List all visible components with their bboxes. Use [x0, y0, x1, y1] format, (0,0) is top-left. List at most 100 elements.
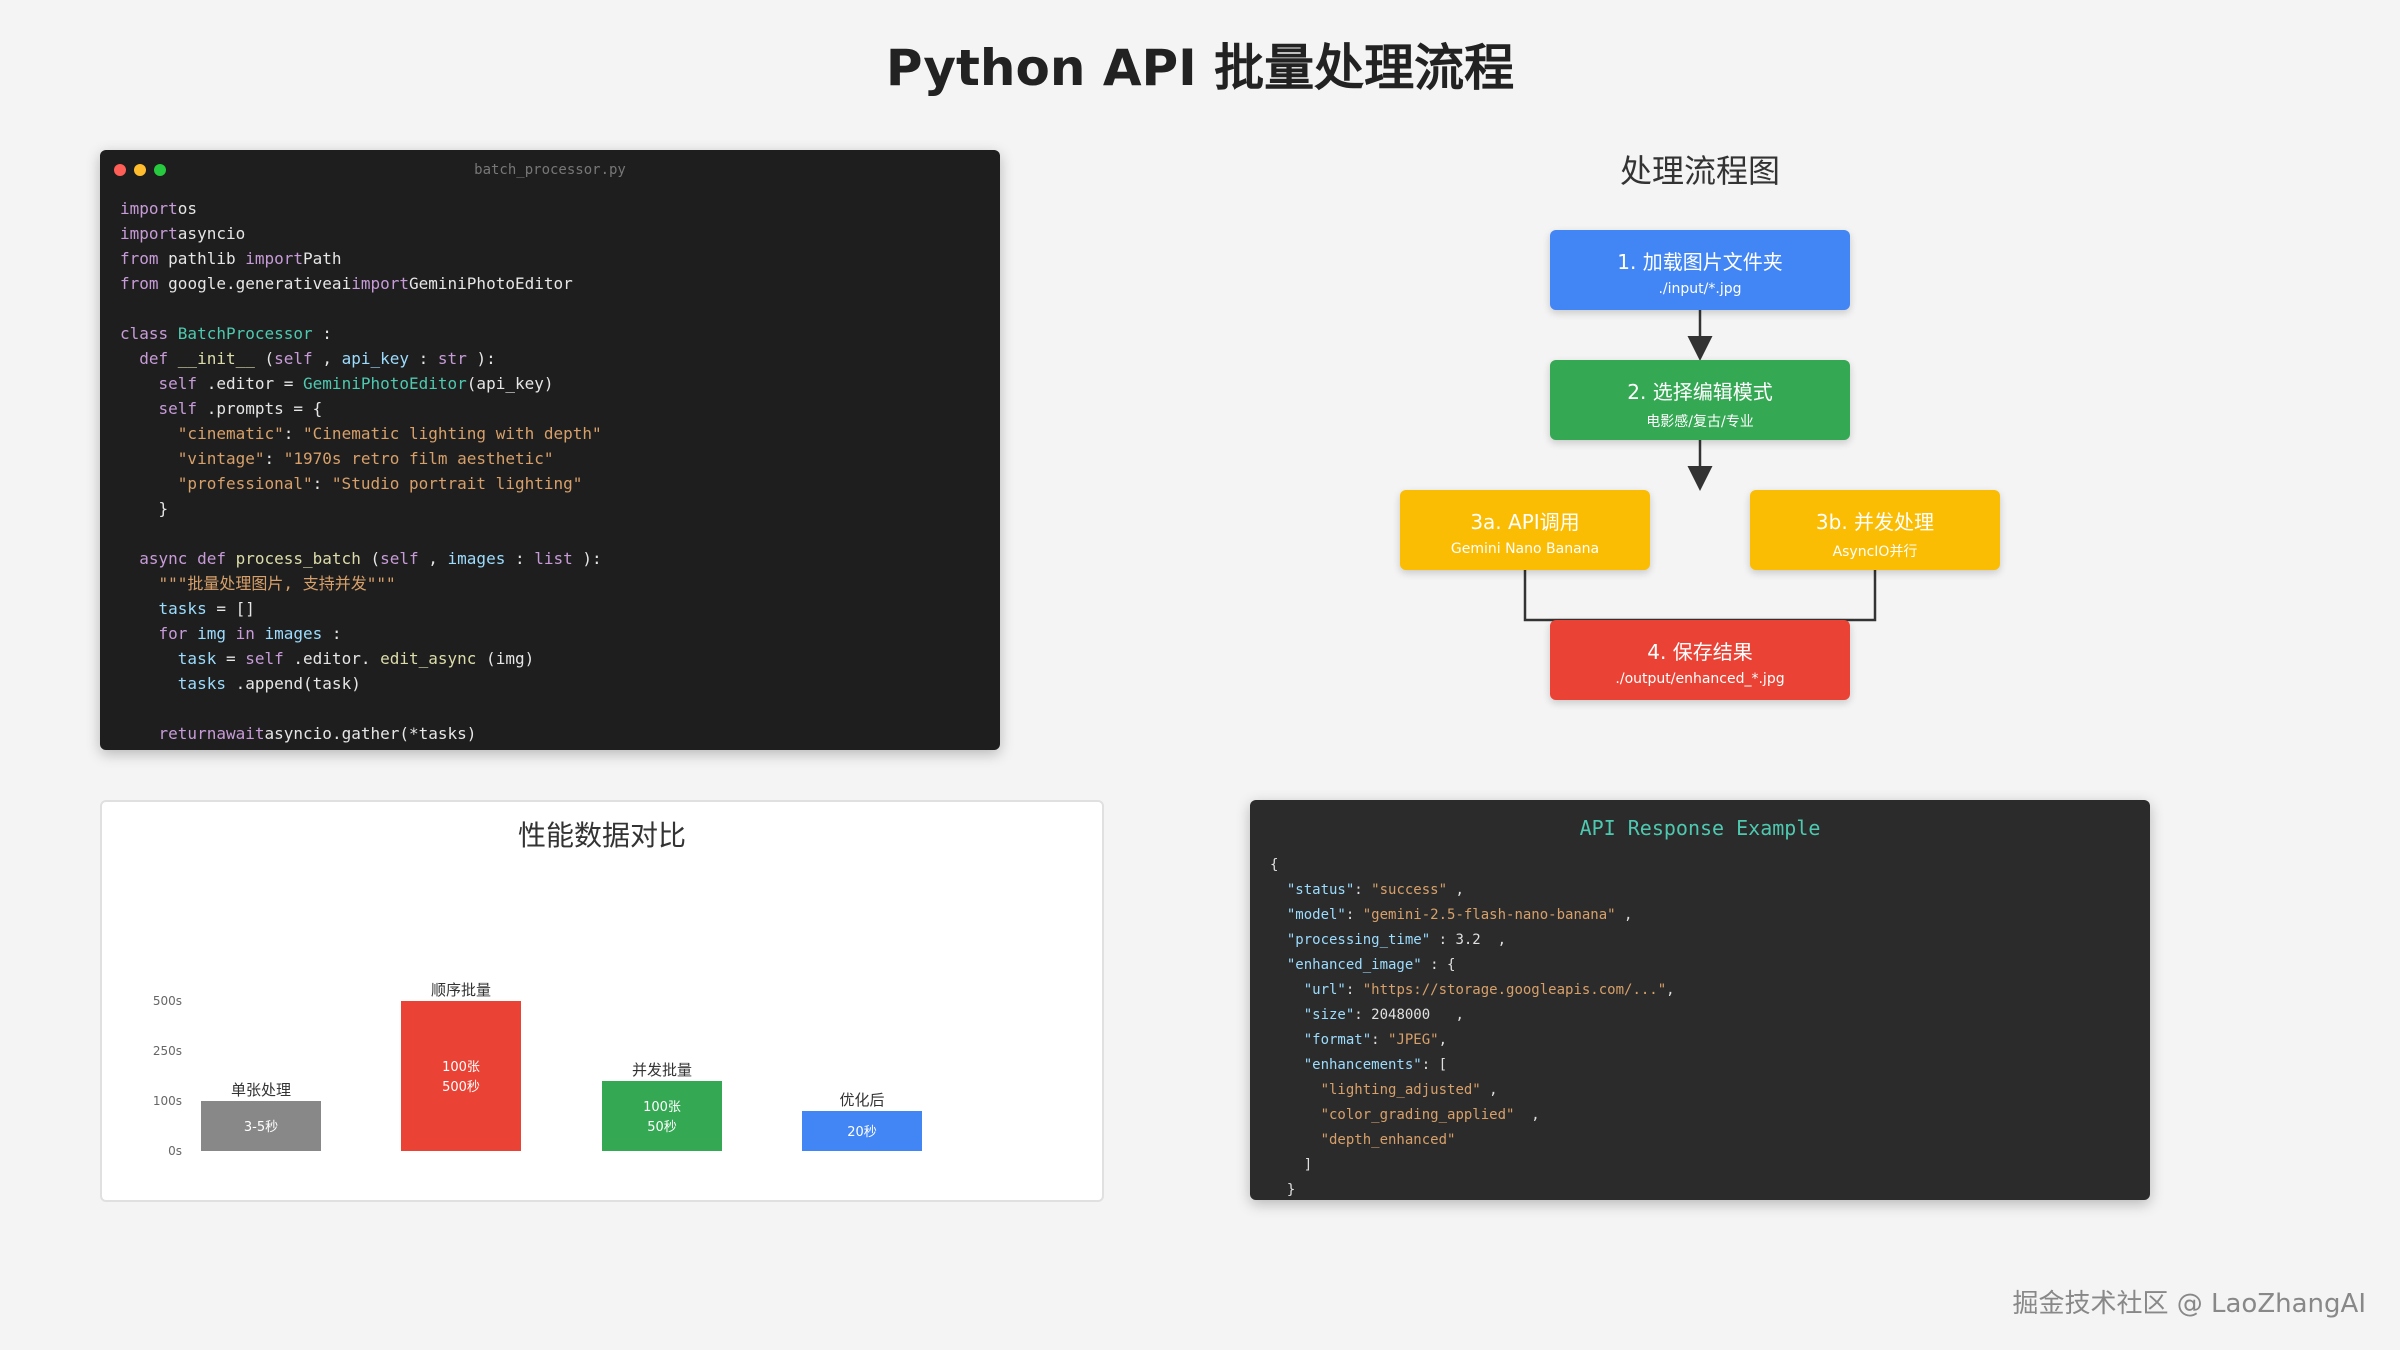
code-token: asyncio: [177, 224, 246, 243]
code-line: importasyncio: [120, 221, 1000, 246]
flow-node-label: 3b. 并发处理: [1815, 510, 1935, 534]
code-token: (: [370, 549, 381, 568]
code-token: google.generativeai: [168, 274, 352, 293]
code-token: "1970s retro film aesthetic": [283, 449, 554, 468]
bar-category-label: 单张处理: [231, 1081, 291, 1099]
code-line: "model": "gemini-2.5-flash-nano-banana" …: [1270, 903, 1675, 928]
bar-value-label: 100张: [442, 1060, 480, 1075]
code-token: await: [216, 724, 265, 743]
code-line: "format": "JPEG",: [1270, 1028, 1675, 1053]
code-token: "color_grading_applied": [1320, 1107, 1515, 1123]
watermark: 掘金技术社区 @ LaoZhangAI: [2012, 1289, 2366, 1319]
page-title: Python API 批量处理流程: [885, 39, 1515, 97]
code-token: [120, 349, 139, 368]
code-line: [120, 696, 1000, 721]
code-token: import: [120, 224, 178, 243]
code-token: "success": [1371, 882, 1448, 898]
code-token: Path: [303, 249, 342, 268]
minimize-window-dot[interactable]: [134, 164, 146, 176]
code-token: ,: [322, 349, 342, 368]
flow-node-select-mode[interactable]: 2. 选择编辑模式 电影感/复古/专业: [1550, 360, 1850, 440]
y-tick-label: 0s: [168, 1144, 182, 1158]
flow-node-label: 3a. API调用: [1470, 510, 1580, 534]
code-line: self .prompts = {: [120, 396, 1000, 421]
flow-node-load-folder[interactable]: 1. 加载图片文件夹 ./input/*.jpg: [1550, 230, 1850, 310]
code-token: :: [1345, 982, 1363, 998]
code-line: [120, 296, 1000, 321]
code-line: "professional": "Studio portrait lightin…: [120, 471, 1000, 496]
bar-value-label: 20秒: [847, 1125, 877, 1140]
code-token: [120, 549, 139, 568]
api-response-panel: API Response Example { "status": "succes…: [1250, 800, 2150, 1200]
code-token: :: [283, 424, 304, 443]
code-token: :: [312, 474, 332, 493]
code-token: {: [1270, 857, 1279, 873]
code-token: [1270, 882, 1287, 898]
flow-node-api-call[interactable]: 3a. API调用 Gemini Nano Banana: [1400, 490, 1650, 570]
bar-value-label: 100张: [643, 1100, 681, 1115]
code-token: [120, 474, 178, 493]
code-token: "enhanced_image": [1286, 957, 1422, 973]
code-token: "model": [1286, 907, 1346, 923]
code-token: os: [177, 199, 198, 218]
code-line: "size": 2048000 ,: [1270, 1003, 1675, 1028]
bar-2: [602, 1081, 722, 1151]
code-line: tasks .append(task): [120, 671, 1000, 696]
code-token: : {: [1421, 957, 1456, 973]
code-token: [120, 599, 159, 618]
code-token: ):: [466, 349, 496, 368]
code-token: for: [158, 624, 198, 643]
bar-3: [802, 1111, 922, 1151]
code-token: self: [158, 399, 198, 418]
code-token: list: [534, 549, 573, 568]
code-token: ]: [1270, 1157, 1313, 1173]
code-token: import: [245, 249, 304, 268]
close-window-dot[interactable]: [114, 164, 126, 176]
code-token: "vintage": [177, 449, 265, 468]
code-token: edit_async: [380, 649, 477, 668]
code-token: :: [505, 549, 535, 568]
bar-category-label: 优化后: [839, 1091, 884, 1109]
code-token: : [: [1421, 1057, 1448, 1073]
code-line: "url": "https://storage.googleapis.com/.…: [1270, 978, 1675, 1003]
code-token: .append(task): [225, 674, 361, 693]
flow-node-save-results[interactable]: 4. 保存结果 ./output/enhanced_*.jpg: [1550, 620, 1850, 700]
code-token: [1270, 1107, 1321, 1123]
code-token: api_key: [341, 349, 410, 368]
code-line: "enhanced_image" : {: [1270, 953, 1675, 978]
code-token: GeminiPhotoEditor: [303, 374, 467, 393]
code-token: in: [235, 624, 265, 643]
maximize-window-dot[interactable]: [154, 164, 166, 176]
code-token: [120, 574, 159, 593]
code-line: """批量处理图片, 支持并发""": [120, 571, 1000, 596]
code-line: async def process_batch (self , images :…: [120, 546, 1000, 571]
code-token: }: [120, 499, 169, 518]
code-token: [120, 624, 159, 643]
y-tick-label: 100s: [153, 1094, 182, 1108]
code-token: images: [264, 624, 323, 643]
y-tick-label: 500s: [153, 994, 182, 1008]
code-token: [1270, 907, 1287, 923]
code-line: task = self .editor. edit_async (img): [120, 646, 1000, 671]
api-response-title: API Response Example: [1579, 816, 1821, 840]
code-token: [1270, 1057, 1304, 1073]
code-token: }: [1270, 1182, 1296, 1198]
bar-category-label: 并发批量: [632, 1061, 692, 1079]
code-token: [1270, 1082, 1321, 1098]
code-token: .gather(*tasks): [331, 724, 477, 743]
code-token: "url": [1303, 982, 1346, 998]
performance-bar-chart: 0s100s250s500s单张处理3-5秒顺序批量100张500秒并发批量10…: [153, 981, 922, 1158]
code-line: {: [1270, 853, 1675, 878]
code-token: [1270, 957, 1287, 973]
code-line: }: [120, 496, 1000, 521]
code-token: [120, 724, 159, 743]
code-token: self: [158, 374, 198, 393]
code-token: :: [322, 624, 342, 643]
code-token: .prompts = {: [197, 399, 323, 418]
flow-node-concurrent[interactable]: 3b. 并发处理 AsyncIO并行: [1750, 490, 2000, 570]
code-line: "depth_enhanced": [1270, 1128, 1675, 1153]
flow-node-sub: ./input/*.jpg: [1658, 281, 1742, 297]
code-token: .editor =: [197, 374, 304, 393]
